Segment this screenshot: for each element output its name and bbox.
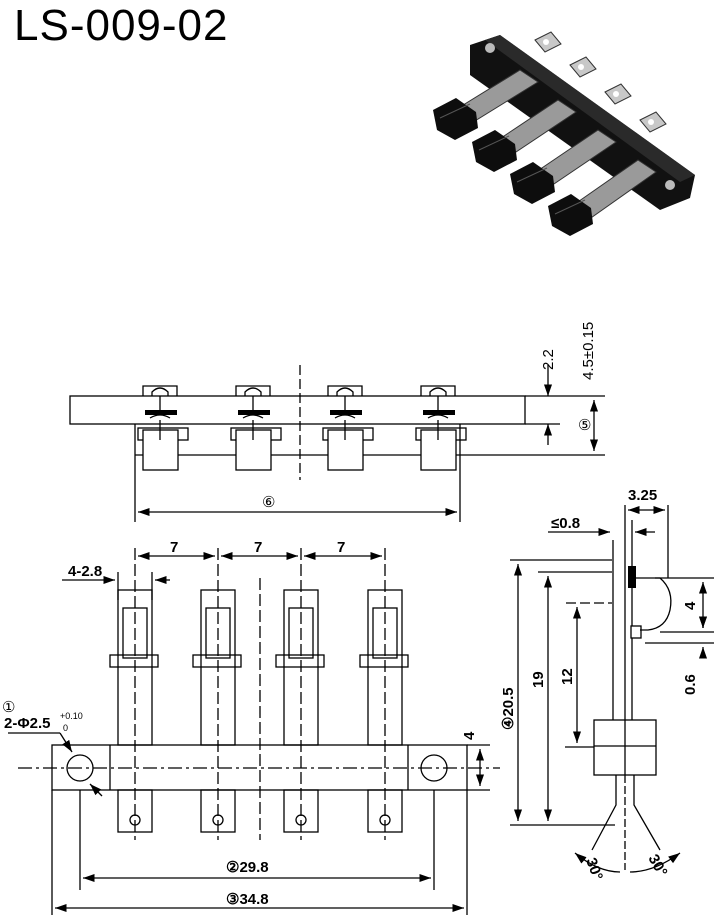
dim-hole-diameter: 2-Φ2.5 — [4, 715, 51, 732]
callout-6: ⑥ — [262, 494, 275, 511]
dim-angle-right: 30° — [645, 852, 671, 880]
dim-angle-left: 30° — [582, 856, 606, 883]
dim-actuator-width: 4-2.8 — [68, 563, 102, 580]
dim-knob-4: 4 — [682, 601, 699, 610]
part-number-title: LS-009-02 — [14, 1, 229, 50]
dim-height-overall: 4.5±0.15 — [580, 322, 597, 380]
dim-height-19: 19 — [530, 671, 547, 688]
dim-height-total: ④20.5 — [500, 687, 517, 730]
dim-pitch-1: 7 — [170, 539, 178, 556]
dim-base-height: 4 — [461, 731, 478, 740]
dim-thickness: ≤0.8 — [551, 515, 580, 532]
dim-width-top: 3.25 — [628, 487, 657, 504]
dim-height-top: 2.2 — [540, 349, 557, 370]
dim-height-12: 12 — [559, 668, 576, 685]
side-view — [510, 505, 714, 873]
dim-gap-06: 0.6 — [682, 674, 699, 695]
front-view — [69, 365, 605, 522]
product-photo — [433, 31, 695, 236]
dim-hole-tol-upper: +0.10 — [60, 711, 83, 721]
dim-hole-spacing: ②29.8 — [226, 859, 269, 876]
dim-hole-tol-lower: 0 — [63, 723, 68, 733]
callout-1: ① — [2, 699, 15, 716]
dim-pitch-3: 7 — [337, 539, 345, 556]
dim-pitch-2: 7 — [254, 539, 262, 556]
dim-total-length: ③34.8 — [226, 891, 269, 908]
top-view — [8, 547, 500, 915]
callout-5: ⑤ — [578, 417, 591, 434]
